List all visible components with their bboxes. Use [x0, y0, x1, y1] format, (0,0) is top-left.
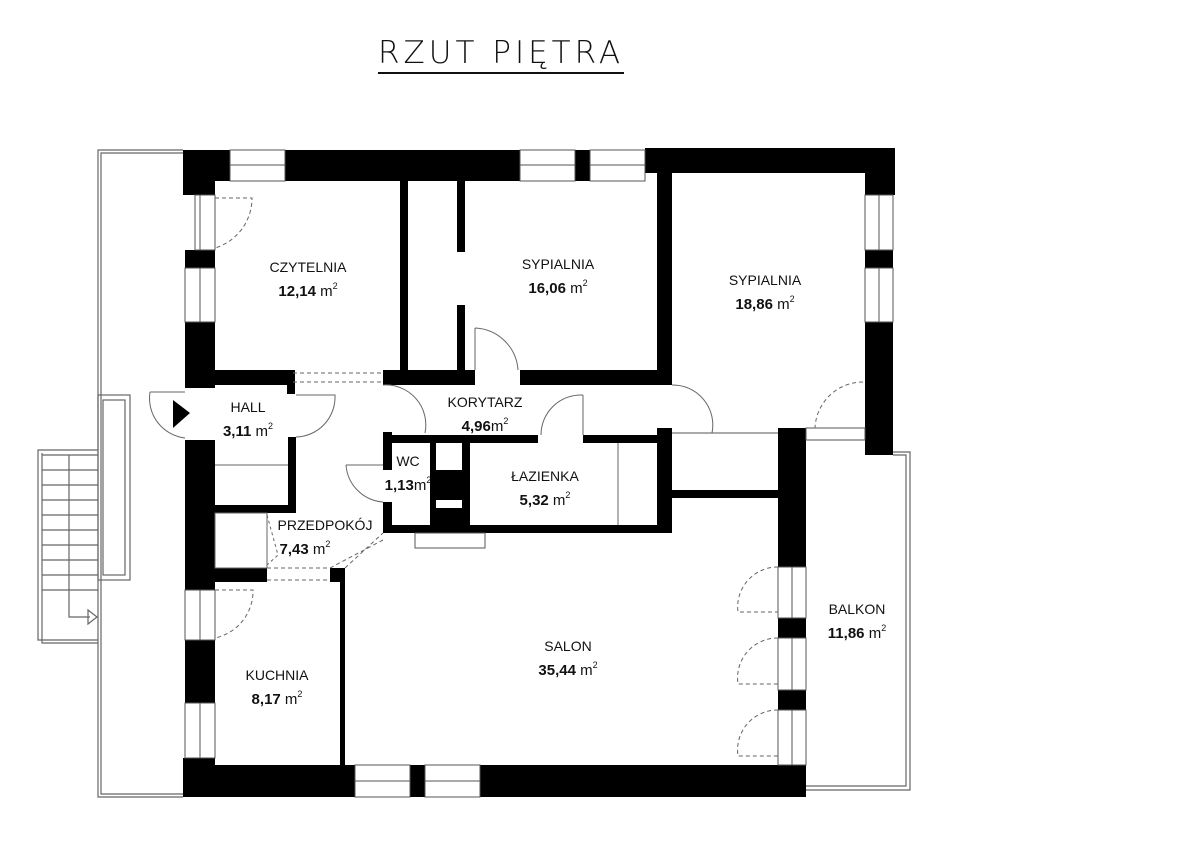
windows [184, 149, 894, 798]
room-name: ŁAZIENKA [511, 468, 579, 484]
room-name: KUCHNIA [245, 667, 309, 683]
unit-exp: 2 [332, 281, 338, 291]
room-lazienka: ŁAZIENKA 5,32 m2 [511, 468, 579, 511]
unit-exp: 2 [325, 539, 331, 549]
room-czytelnia: CZYTELNIA 12,14 m2 [269, 259, 346, 302]
room-area: 4,96 [461, 418, 491, 435]
terrace-outline [97, 149, 183, 798]
unit: m [284, 691, 298, 708]
room-kuchnia: KUCHNIA 8,17 m2 [245, 667, 308, 710]
unit: m [570, 280, 583, 297]
unit-exp: 2 [592, 660, 598, 670]
room-wc: WC 1,13m2 [385, 453, 432, 496]
staircase [37, 449, 98, 644]
unit-exp: 2 [297, 689, 303, 699]
room-name: SALON [544, 638, 592, 654]
door-swings [149, 197, 864, 757]
room-area: 1,13 [384, 477, 414, 494]
room-balkon: BALKON 11,86 m2 [828, 601, 886, 644]
unit: m [255, 423, 269, 440]
room-name: CZYTELNIA [269, 259, 347, 275]
unit: m [777, 296, 790, 313]
room-sypialnia-2: SYPIALNIA 18,86 m2 [729, 272, 801, 315]
unit: m [312, 541, 326, 558]
unit-exp: 2 [268, 421, 274, 431]
unit-exp: 2 [426, 475, 432, 485]
room-name: WC [396, 453, 420, 469]
walls [183, 148, 895, 797]
room-area: 5,32 [519, 492, 549, 509]
room-name: SYPIALNIA [728, 272, 802, 288]
unit-exp: 2 [565, 490, 571, 500]
unit: m [413, 477, 427, 494]
room-przedpokoj: PRZEDPOKÓJ 7,43 m2 [278, 517, 373, 560]
unit: m [490, 418, 504, 435]
unit-exp: 2 [503, 416, 509, 426]
room-area: 8,17 [251, 691, 281, 708]
unit: m [580, 662, 593, 679]
room-name: KORYTARZ [447, 394, 523, 410]
unit-exp: 2 [881, 623, 887, 633]
unit-exp: 2 [789, 294, 795, 304]
room-area: 16,06 [528, 280, 566, 297]
unit: m [552, 492, 566, 509]
room-name: PRZEDPOKÓJ [277, 517, 373, 533]
page-title: RZUT PIĘTRA [378, 36, 625, 74]
room-salon: SALON 35,44 m2 [538, 638, 597, 681]
unit-exp: 2 [582, 278, 588, 288]
room-sypialnia-1: SYPIALNIA 16,06 m2 [522, 256, 594, 299]
room-area: 12,14 [278, 283, 316, 300]
room-area: 3,11 [222, 423, 252, 440]
room-name: HALL [230, 399, 266, 415]
room-korytarz: KORYTARZ 4,96m2 [448, 394, 523, 437]
balcony-outline [806, 451, 911, 791]
entrance-arrow-icon [173, 400, 190, 428]
room-name: SYPIALNIA [521, 256, 595, 272]
room-area: 7,43 [279, 541, 309, 558]
room-area: 35,44 [538, 662, 576, 679]
room-area: 11,86 [827, 625, 865, 642]
room-area: 18,86 [735, 296, 773, 313]
room-name: BALKON [828, 601, 886, 617]
room-hall: HALL 3,11 m2 [223, 399, 273, 442]
unit: m [868, 625, 882, 642]
unit: m [320, 283, 333, 300]
